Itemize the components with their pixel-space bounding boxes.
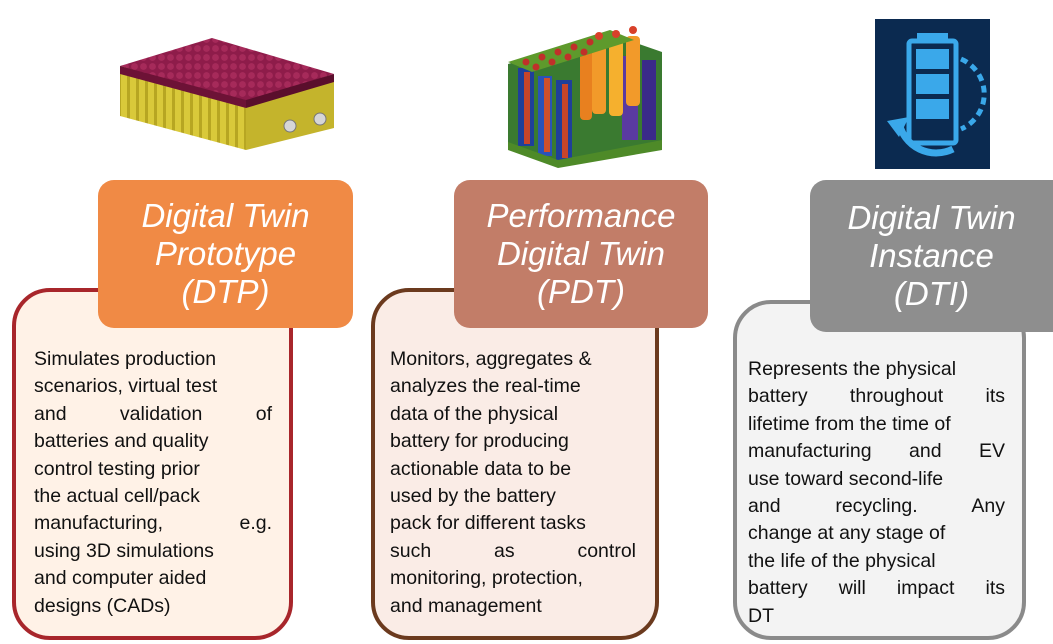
description-line: used by the battery [390, 485, 556, 508]
description-line: pack for different tasks [390, 512, 586, 535]
dti-title-line: Instance [869, 237, 994, 274]
dti-title-box: Digital Twin Instance (DTI) [810, 180, 1053, 332]
description-line: Simulates production [34, 348, 217, 370]
description-line: analyzes the real-time [390, 375, 581, 398]
dtp-title-box: Digital Twin Prototype (DTP) [98, 180, 353, 328]
description-line: battery for producing [390, 430, 569, 453]
description-line: DT [748, 604, 774, 627]
pdt-title-line: Digital Twin [496, 235, 666, 272]
description-line: actionable data to be [390, 457, 572, 480]
pdt-description-text: Monitors, aggregates & analyzes the real… [390, 346, 636, 620]
description-line: and validation of [34, 402, 272, 425]
dtp-title-line: Prototype [154, 235, 297, 272]
description-line: the actual cell/pack [34, 485, 200, 508]
dtp-title-line: (DTP) [181, 273, 270, 310]
description-line: and recycling. Any [748, 495, 1005, 518]
description-line: batteries and quality [34, 430, 209, 453]
description-line: and computer aided [34, 567, 207, 590]
battery-recycle-icon [875, 19, 990, 169]
description-line: data of the physical [390, 402, 559, 425]
description-line: designs (CADs) [34, 594, 171, 617]
pdt-title-line: (PDT) [537, 273, 625, 310]
description-line: such as control [390, 539, 636, 562]
description-line: control testing prior [34, 457, 200, 480]
pdt-title-box: Performance Digital Twin (PDT) [454, 180, 708, 328]
dti-title-line: Digital Twin [847, 199, 1016, 236]
description-line: battery will impact its [748, 577, 1005, 600]
dtp-title-line: Digital Twin [141, 197, 310, 234]
description-line: the life of the physical [748, 549, 936, 572]
pdt-title-line: Performance [486, 197, 676, 234]
description-line: Represents the physical [748, 358, 957, 380]
description-line: manufacturing, e.g. [34, 512, 272, 535]
description-line: scenarios, virtual test [34, 375, 218, 398]
thermal-simulation-image [502, 6, 674, 170]
description-line: and management [390, 594, 542, 617]
description-line: battery throughout its [748, 385, 1005, 408]
battery-pack-image [112, 8, 342, 168]
dtp-description-text: Simulates production scenarios, virtual … [34, 346, 272, 620]
dti-title-line: (DTI) [893, 275, 970, 312]
dti-description-text: Represents the physical battery througho… [748, 356, 1005, 630]
description-line: manufacturing and EV [748, 440, 1005, 463]
description-line: Monitors, aggregates & [390, 348, 592, 370]
description-line: monitoring, protection, [390, 567, 583, 590]
dtp-description-box [12, 288, 293, 640]
dti-description-box [733, 300, 1026, 640]
description-line: change at any stage of [748, 522, 946, 545]
description-line: use toward second-life [748, 467, 944, 490]
description-line: lifetime from the time of [748, 412, 951, 435]
description-line: using 3D simulations [34, 539, 214, 562]
